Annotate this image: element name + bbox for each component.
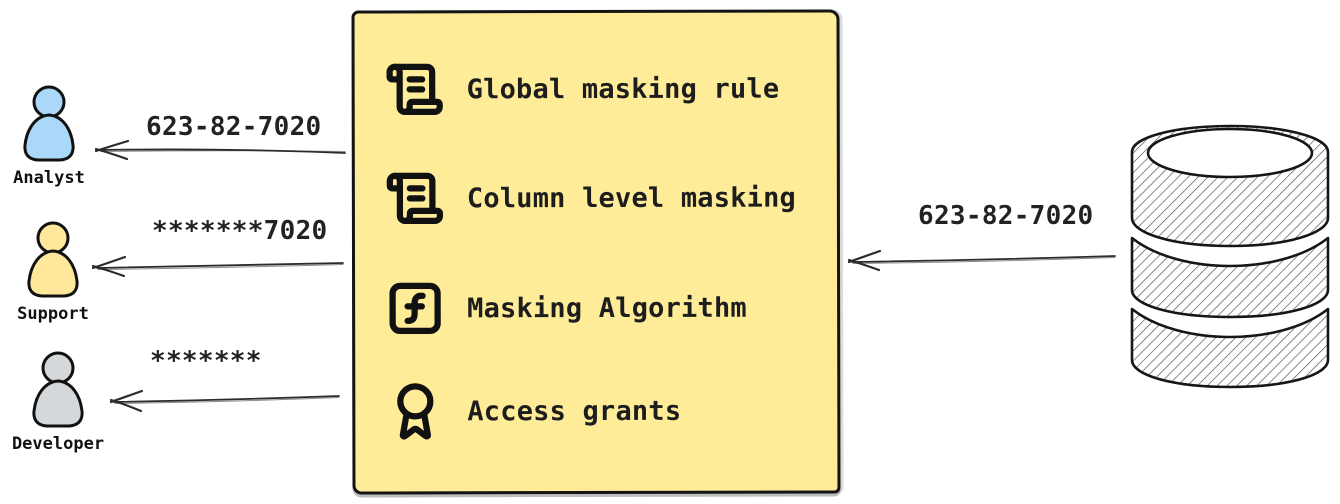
arrow-box-to-support — [91, 255, 344, 278]
actor-developer: Developer — [10, 351, 106, 454]
actor-label: Developer — [11, 434, 105, 454]
raw-value-from-database: 623-82-7020 — [918, 201, 1094, 231]
box-row-global-masking-rule: Global masking rule — [385, 57, 780, 122]
actor-label: Support — [17, 304, 89, 324]
actor-support: Support — [5, 221, 101, 324]
support-person-icon — [27, 221, 79, 298]
arrow-box-to-analyst — [94, 139, 346, 161]
masked-value-to-developer: ******* — [150, 346, 262, 376]
box-item-label: Column level masking — [466, 182, 797, 214]
box-row-access-grants: Access grants — [385, 379, 681, 444]
scroll-text-icon — [386, 172, 444, 225]
analyst-person-icon — [23, 85, 75, 162]
box-item-label: Access grants — [467, 395, 682, 427]
function-square-icon — [389, 282, 441, 335]
award-icon — [397, 383, 434, 440]
developer-person-icon — [32, 351, 84, 428]
box-item-label: Global masking rule — [466, 73, 780, 105]
arrow-box-to-developer — [109, 389, 340, 413]
arrow-database-to-box — [847, 249, 1116, 272]
database-icon — [1130, 124, 1330, 389]
masked-value-to-analyst: 623-82-7020 — [146, 112, 322, 142]
actor-analyst: Analyst — [1, 85, 97, 188]
masking-rules-box: Global masking rule Column level masking… — [351, 9, 841, 495]
box-row-masking-algorithm: Masking Algorithm — [385, 276, 747, 341]
scroll-text-icon — [386, 63, 443, 116]
masked-value-to-support: *******7020 — [152, 216, 328, 246]
box-row-column-level-masking: Column level masking — [385, 166, 796, 231]
box-item-label: Masking Algorithm — [467, 292, 747, 324]
actor-label: Analyst — [13, 168, 85, 188]
